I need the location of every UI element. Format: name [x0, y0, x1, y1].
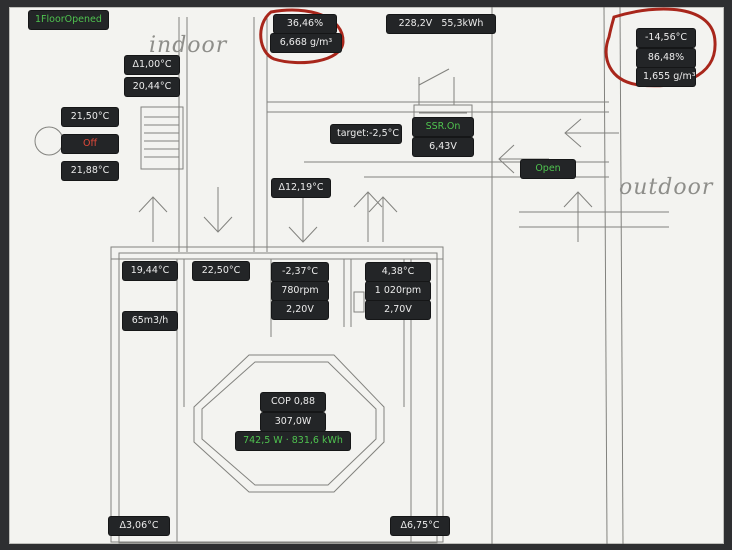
- power-meter-energy: 55,3kWh: [441, 18, 484, 29]
- indoor-label: indoor: [149, 33, 228, 58]
- floor-status-badge[interactable]: 1FloorOpened: [29, 11, 108, 29]
- outdoor-label: outdoor: [619, 175, 714, 200]
- exhaust-fan-rpm[interactable]: 780rpm: [272, 282, 328, 300]
- intake-fan-rpm[interactable]: 1 020rpm: [366, 282, 430, 300]
- diagram-frame: indoor outdoor 1FloorOpened 36,46% 6,668…: [9, 7, 724, 544]
- intake-fan-temp[interactable]: 4,38°C: [366, 263, 430, 281]
- outdoor-rh[interactable]: 86,48%: [637, 49, 695, 67]
- intake-fan-voltage[interactable]: 2,70V: [366, 301, 430, 319]
- heater-temp-bottom[interactable]: 21,88°C: [62, 162, 118, 180]
- indoor-humidity-rh[interactable]: 36,46%: [274, 15, 336, 33]
- ventilation-sketch: [34, 7, 717, 544]
- exhaust-fan-voltage[interactable]: 2,20V: [272, 301, 328, 319]
- room-temp[interactable]: 20,44°C: [125, 78, 179, 96]
- extract-temp[interactable]: 19,44°C: [123, 262, 177, 280]
- exhaust-fan-temp[interactable]: -2,37°C: [272, 263, 328, 281]
- recovered-heat[interactable]: 742,5 W · 831,6 kWh: [236, 432, 350, 450]
- cop-value[interactable]: COP 0,88: [261, 393, 325, 411]
- room-delta[interactable]: Δ1,00°C: [125, 56, 179, 74]
- supply-delta[interactable]: Δ12,19°C: [272, 179, 330, 197]
- delta-left[interactable]: Δ3,06°C: [109, 517, 169, 535]
- heater-temp-top[interactable]: 21,50°C: [62, 108, 118, 126]
- core-power[interactable]: 307,0W: [261, 413, 325, 431]
- indoor-humidity-abs[interactable]: 6,668 g/m³: [271, 34, 341, 52]
- ssr-state[interactable]: SSR.On: [413, 118, 473, 136]
- ssr-voltage[interactable]: 6,43V: [413, 138, 473, 156]
- power-meter[interactable]: 228,2V 55,3kWh: [387, 15, 495, 33]
- airflow[interactable]: 65m3/h: [123, 312, 177, 330]
- damper-state[interactable]: Open: [521, 160, 575, 178]
- target-temp[interactable]: target:-2,5°C: [331, 125, 401, 143]
- outdoor-temp[interactable]: -14,56°C: [637, 29, 695, 47]
- delta-right[interactable]: Δ6,75°C: [391, 517, 449, 535]
- power-meter-voltage: 228,2V: [398, 18, 433, 29]
- supply-temp[interactable]: 22,50°C: [193, 262, 249, 280]
- outdoor-abs-humidity[interactable]: 1,655 g/m³: [637, 68, 696, 86]
- heater-state[interactable]: Off: [62, 135, 118, 153]
